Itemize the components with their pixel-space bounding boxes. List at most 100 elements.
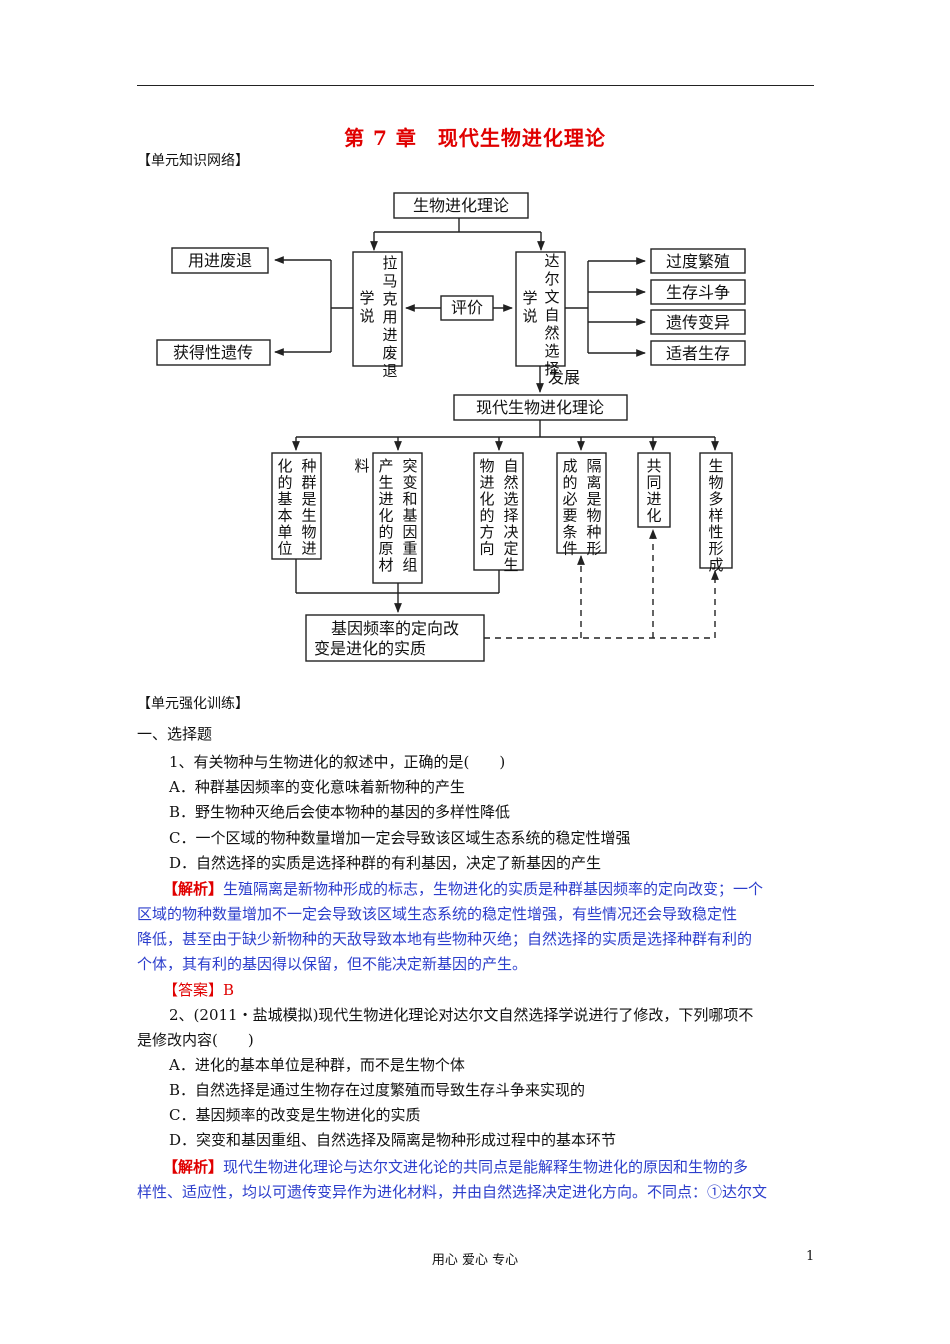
branch-2-char: 料: [354, 457, 369, 475]
branch-5-char: 化: [646, 507, 661, 525]
page-number: 1: [806, 1249, 815, 1264]
branch-2-char: 原: [378, 540, 393, 558]
branch-2-char: 基: [402, 507, 417, 525]
branch-2-char: 重: [402, 540, 417, 558]
right-item-1: 过度繁殖: [666, 252, 730, 271]
svg-text:用: 用: [382, 308, 397, 326]
q2-option-a: A．进化的基本单位是种群，而不是生物个体: [169, 1056, 465, 1074]
branch-3-char: 的: [479, 507, 494, 525]
section-network-heading: 【单元知识网络】: [137, 153, 249, 169]
branch-4-char: 成: [562, 457, 577, 475]
branch-2-char: 和: [402, 490, 417, 508]
branch-4-char: 离: [586, 474, 601, 492]
branch-2-char: 因: [402, 523, 417, 541]
q1-analysis-tag: 【解析】: [163, 880, 224, 898]
branch-6-char: 生: [708, 457, 723, 475]
branch-3-char: 定: [503, 540, 518, 558]
branch-4-char: 必: [562, 490, 577, 508]
q1-option-c: C．一个区域的物种数量增加一定会导致该区域生态系统的稳定性增强: [169, 829, 631, 847]
header-rule: [137, 85, 814, 86]
svg-text:尔: 尔: [544, 270, 559, 288]
branch-6-char: 成: [708, 556, 723, 574]
branch-3-char: 然: [503, 474, 518, 492]
branch-6-char: 样: [708, 507, 723, 525]
branch-2-char: 进: [378, 490, 393, 508]
branch-4-char: 种: [586, 523, 601, 541]
q1-answer: 【答案】B: [163, 981, 235, 999]
section-training-heading: 【单元强化训练】: [137, 696, 249, 712]
branch-3-char: 选: [503, 490, 518, 508]
branch-6-char: 物: [708, 474, 723, 492]
branch-3-char: 择: [503, 507, 518, 525]
branch-1-char: 的: [277, 474, 292, 492]
left-item-1: 用进废退: [188, 251, 252, 270]
branch-2-char: 材: [378, 556, 393, 574]
right-item-3: 遗传变异: [666, 313, 730, 332]
branch-4-char: 件: [562, 540, 577, 558]
branch-1-char: 位: [277, 540, 292, 558]
q2-stem-line-2: 是修改内容( ): [137, 1031, 254, 1049]
q2-analysis-tag: 【解析】: [163, 1158, 224, 1176]
branch-2-char: 的: [378, 523, 393, 541]
svg-text:马: 马: [382, 272, 397, 290]
lamarck-node: [352, 251, 403, 367]
branch-1-char: 群: [301, 474, 316, 492]
svg-text:克: 克: [382, 290, 397, 308]
branch-4-char: 要: [562, 507, 577, 525]
q1-option-b: B．野生物种灭绝后会使本物种的基因的多样性降低: [169, 803, 511, 821]
left-item-2: 获得性遗传: [173, 343, 253, 362]
branch-6-char: 性: [708, 523, 723, 541]
branch-1-char: 是: [301, 490, 316, 508]
branch-3-char: 决: [503, 523, 518, 541]
footer-motto: 用心 爱心 专心: [431, 1253, 519, 1268]
branch-1-char: 本: [277, 507, 292, 525]
q1-stem: 1、有关物种与生物进化的叙述中，正确的是( ): [169, 753, 506, 771]
branch-1-char: 生: [301, 507, 316, 525]
branch-6-char: 多: [708, 490, 723, 508]
svg-text:择: 择: [544, 360, 559, 378]
svg-text:文: 文: [544, 288, 559, 306]
branch-3-char: 化: [479, 490, 494, 508]
branch-6-char: 形: [708, 540, 723, 558]
evaluate-label: 评价: [451, 298, 483, 317]
root-node: [393, 192, 529, 219]
branch-2-char: 突: [402, 457, 417, 475]
branch-1-char: 进: [301, 540, 316, 558]
root-label: 生物进化理论: [413, 196, 509, 215]
q2-analysis: 【解析】现代生物进化理论与达尔文进化论的共同点是能解释生物进化的原因和生物的多 …: [137, 1158, 768, 1201]
svg-text:自: 自: [544, 306, 559, 324]
q1-option-d: D．自然选择的实质是选择种群的有利基因，决定了新基因的产生: [169, 854, 602, 872]
branch-5-char: 进: [646, 490, 661, 508]
part-one-heading: 一、选择题: [137, 725, 213, 743]
svg-text:说: 说: [359, 307, 374, 325]
branch-2-char: 生: [378, 474, 393, 492]
svg-text:进: 进: [382, 326, 397, 344]
right-item-2: 生存斗争: [666, 283, 730, 302]
branch-2-char: 产: [378, 457, 393, 475]
q2-stem-line-1: 2、(2011・盐城模拟)现代生物进化理论对达尔文自然选择学说进行了修改，下列哪…: [169, 1006, 754, 1024]
branch-4-char: 物: [586, 507, 601, 525]
branch-3-char: 方: [479, 523, 494, 541]
branch-2-char: 变: [402, 474, 417, 492]
branch-3-char: 进: [479, 474, 494, 492]
svg-text:学: 学: [522, 289, 537, 307]
branch-3-char: 生: [503, 556, 518, 574]
svg-text:退: 退: [382, 362, 397, 380]
branch-1-char: 基: [277, 490, 292, 508]
svg-text:达: 达: [544, 252, 559, 270]
svg-text:学: 学: [359, 289, 374, 307]
svg-text:拉: 拉: [382, 254, 397, 272]
q1-option-a: A．种群基因频率的变化意味着新物种的产生: [169, 778, 465, 796]
q2-option-c: C．基因频率的改变是生物进化的实质: [169, 1106, 421, 1124]
branch-1-char: 种: [301, 457, 316, 475]
q1-analysis: 【解析】生殖隔离是新物种形成的标志，生物进化的实质是种群基因频率的定向改变；一个…: [137, 880, 764, 973]
left-item-box-1: [171, 247, 269, 274]
branch-1-char: 单: [277, 523, 292, 541]
chapter-title: 第 7 章 现代生物进化理论: [344, 126, 606, 150]
branch-1-char: 化: [277, 457, 292, 475]
branch-4-char: 条: [562, 523, 577, 541]
modern-label: 现代生物进化理论: [476, 398, 604, 417]
branch-2-char: 组: [402, 556, 417, 574]
left-item-box-2: [156, 339, 271, 366]
essence-line-2: 变是进化的实质: [314, 639, 426, 658]
